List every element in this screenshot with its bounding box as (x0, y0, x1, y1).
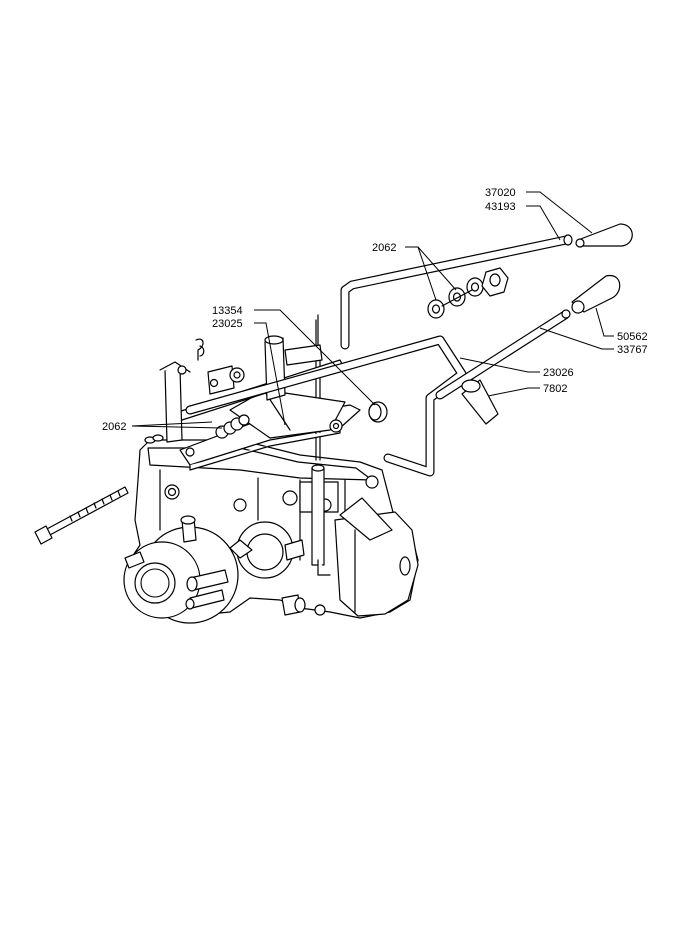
throttle-bracket (34, 335, 388, 545)
label-23026: 23026 (543, 367, 574, 379)
label-2062-top: 2062 (372, 242, 396, 254)
label-43193: 43193 (485, 201, 516, 213)
label-7802: 7802 (543, 383, 567, 395)
shift-levers (185, 223, 633, 477)
label-50562: 50562 (617, 331, 648, 343)
label-33767: 33767 (617, 344, 648, 356)
part-labels: 37020 43193 2062 13354 23025 50562 33767… (102, 187, 648, 433)
label-23025: 23025 (212, 318, 243, 330)
label-2062-left: 2062 (102, 421, 126, 433)
carburetor-body (123, 314, 419, 624)
label-13354: 13354 (212, 305, 243, 317)
label-37020: 37020 (485, 187, 516, 199)
leader-lines (131, 191, 614, 429)
